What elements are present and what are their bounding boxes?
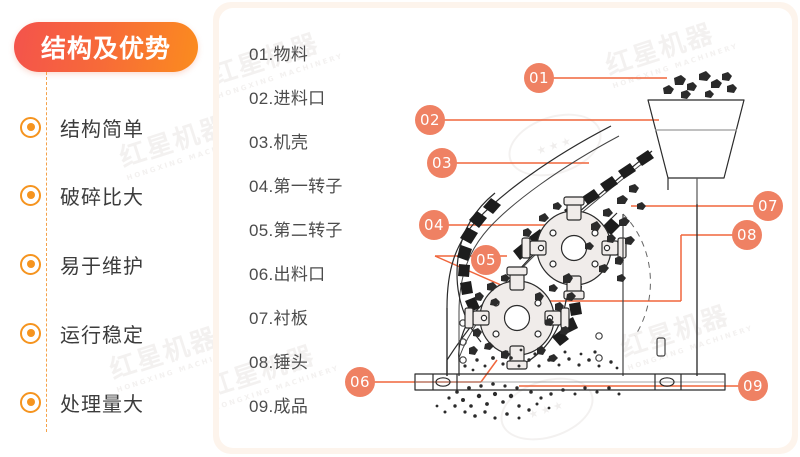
bullet-ring-icon: [20, 322, 41, 344]
feature-item-4: 运行稳定: [20, 318, 144, 348]
callout-badge-09[interactable]: 09: [738, 371, 768, 401]
bullet-ring-icon: [20, 184, 41, 206]
legend-item: 05.第二转子: [249, 220, 343, 240]
bullet-ring-icon: [20, 116, 41, 138]
callout-badge-08[interactable]: 08: [732, 220, 762, 250]
timeline-dashed-line: [46, 72, 47, 432]
section-title-text: 结构及优势: [40, 35, 171, 63]
bullet-ring-icon: [20, 391, 41, 413]
legend-item: 03.机壳: [249, 132, 309, 152]
feature-label: 破碎比大: [60, 186, 144, 209]
callout-badge-05[interactable]: 05: [471, 245, 501, 275]
legend-item: 02.进料口: [249, 88, 326, 108]
feature-label: 处理量大: [60, 393, 144, 416]
diagram-card: 红星机器 HONGXING MACHINERY 红星机器 HONGXING MA…: [213, 2, 798, 454]
diagram-card-inner: 红星机器 HONGXING MACHINERY 红星机器 HONGXING MA…: [219, 8, 792, 448]
section-title-pill: 结构及优势: [14, 22, 198, 72]
parts-legend-list: 01.物料 02.进料口 03.机壳 04.第一转子 05.第二转子 06.出料…: [249, 32, 379, 428]
callout-badge-07[interactable]: 07: [753, 191, 783, 221]
callout-badge-06[interactable]: 06: [345, 367, 375, 397]
crusher-diagram: [219, 8, 792, 448]
legend-item: 09.成品: [249, 396, 309, 416]
bullet-ring-icon: [20, 253, 41, 275]
legend-item: 06.出料口: [249, 264, 326, 284]
legend-item: 04.第一转子: [249, 176, 343, 196]
feature-label: 易于维护: [60, 255, 144, 278]
feature-item-5: 处理量大: [20, 387, 144, 417]
features-sidebar: 结构及优势 结构简单 破碎比大 易于维护 运行稳定 处理量大 红星机器 HONG…: [0, 0, 253, 457]
legend-item: 01.物料: [249, 44, 309, 64]
feature-label: 运行稳定: [60, 324, 144, 347]
feature-item-1: 结构简单: [20, 112, 144, 142]
callout-badge-02[interactable]: 02: [415, 105, 445, 135]
feature-label: 结构简单: [60, 118, 144, 141]
legend-item: 08.锤头: [249, 352, 309, 372]
callout-badge-04[interactable]: 04: [419, 210, 449, 240]
callout-badge-03[interactable]: 03: [427, 148, 457, 178]
legend-item: 07.衬板: [249, 308, 309, 328]
feature-item-2: 破碎比大: [20, 180, 144, 210]
callout-badge-01[interactable]: 01: [524, 63, 554, 93]
feature-item-3: 易于维护: [20, 249, 144, 279]
